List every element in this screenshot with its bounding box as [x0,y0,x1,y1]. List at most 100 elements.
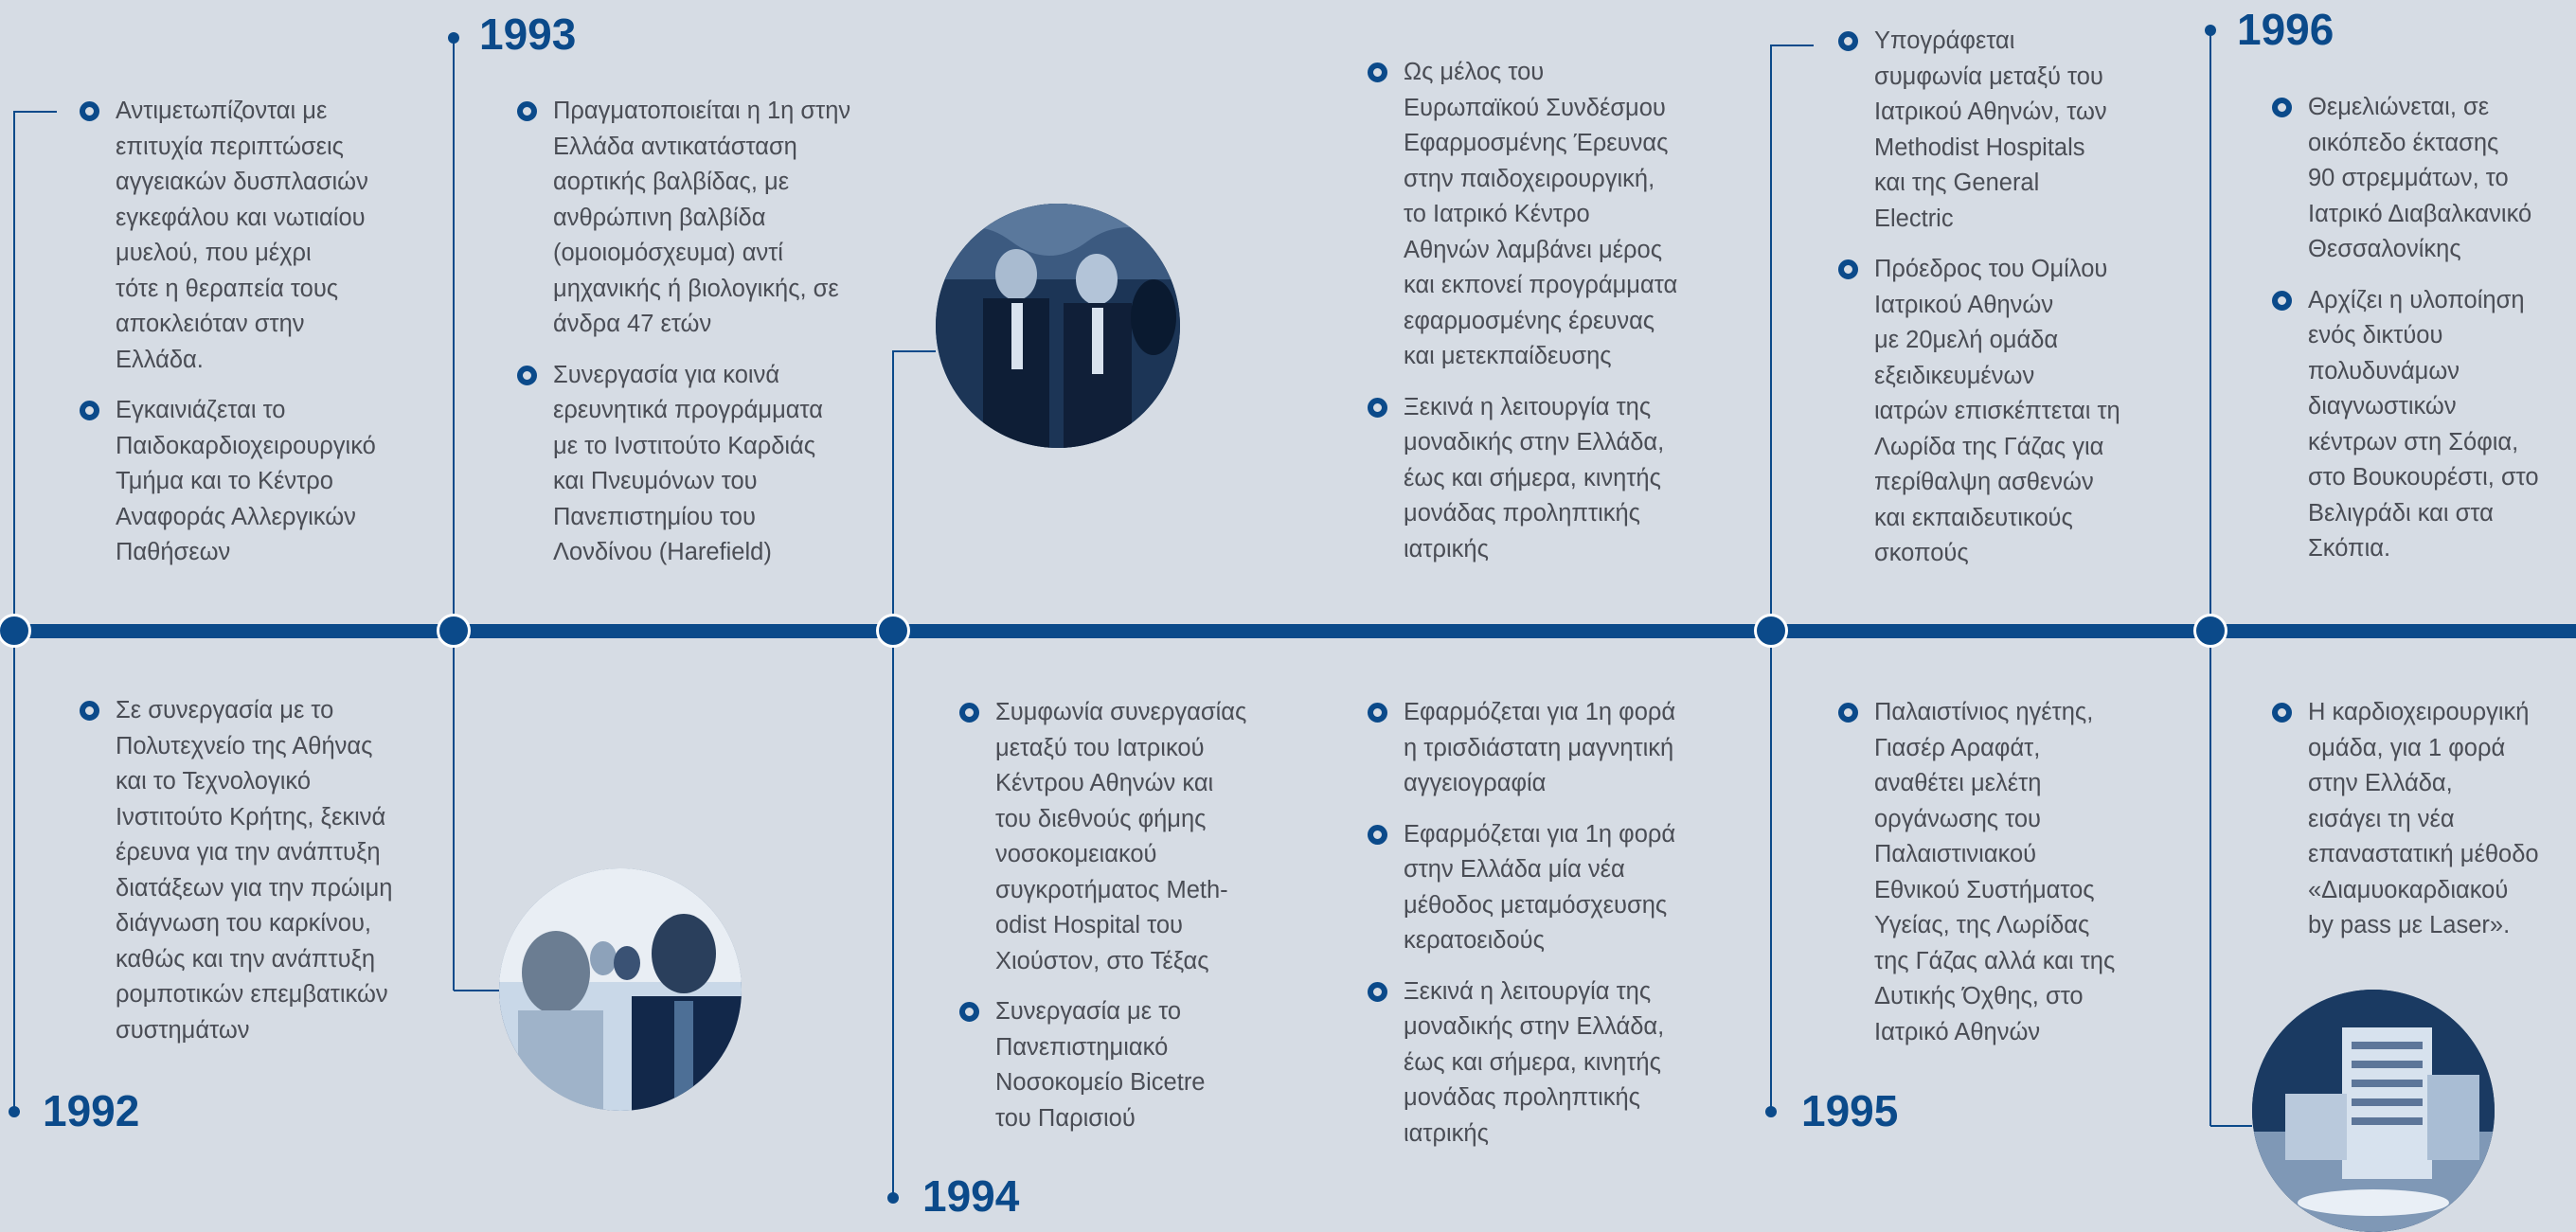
entry-text-line: Δυτικής Όχθης, στο [1874,983,2084,1009]
timeline-node-1996 [2193,614,2227,648]
bullet-ring-icon [517,365,537,385]
entry-text-line: Εφαρμόζεται για 1η φορά [1404,699,1676,725]
connector-1995-top-arm [1771,45,1814,46]
entry-text-line: Ξεκινά η λειτουργία της [1404,393,1652,420]
entry-text-line: εγκεφάλου και νωτιαίου [116,204,366,231]
entry-text-line: εισάγει τη νέα [2308,805,2455,832]
timeline-node-1994 [876,614,910,648]
entry-text-line: και το Τεχνολογικό [116,768,312,795]
year-dot-1993 [448,32,459,44]
connector-1993 [453,38,455,991]
bullet-ring-icon [2272,98,2292,117]
entry-text-line: Αρχίζει η υλοποίηση [2308,286,2525,313]
year-label-1995: 1995 [1801,1086,1899,1135]
entry-text-line: συμφωνία μεταξύ του [1874,62,2103,90]
bullet-ring-icon [80,701,99,721]
entry-text-line: συστημάτων [116,1016,250,1044]
entry-text-line: Παιδοκαρδιοχειρουργικό [116,432,376,459]
entry-text-line: «Διαμυοκαρδιακού [2308,876,2509,903]
entry-text-line: μηχανικής ή βιολογικής, σε [553,275,839,302]
entry-text-line: αποκλειόταν στην [116,311,305,337]
entry-text-line: μονάδας προληπτικής [1404,1084,1640,1111]
entry-text-line: η τρισδιάστατη μαγνητική [1404,734,1674,761]
entry-text-line: odist Hospital του [995,912,1183,938]
entry-text-line: Ιατρικό Διαβαλκανικό [2308,200,2532,227]
entry-text-line: Ιατρικού Αθηνών [1874,291,2054,318]
timeline-node-1993 [437,614,471,648]
bullet-ring-icon [959,703,979,723]
entry-text-line: και Πνευμόνων του [553,468,758,494]
entry-text-line: Συμφωνία συνεργασίας [995,699,1247,725]
bullet-ring-icon [959,1002,979,1022]
entry-text-line: με 20μελή ομάδα [1874,327,2059,353]
entry-text-line: Πολυτεχνείο της Αθήνας [116,732,373,759]
bullet-ring-icon [1368,62,1387,82]
bullet-ring-icon [1368,981,1387,1002]
photo-handshake-visit [499,868,742,1111]
connector-1992 [13,111,15,1113]
entry-text-line: Χιούστον, στο Τέξας [995,947,1209,974]
entry-text-line: της Γάζας αλλά και της [1874,947,2116,974]
timeline-node-1992 [0,614,31,648]
entry-text-line: μέθοδος μεταμόσχευσης [1404,891,1668,919]
entry-list-1995-bottom: Παλαιστίνιος ηγέτης,Γιασέρ Αραφάτ,αναθέτ… [1838,695,2115,1065]
connector-1993-photo-arm [454,990,499,991]
year-dot-1996 [2205,25,2216,36]
entry-text-line: Κέντρου Αθηνών και [995,770,1214,796]
year-label-1993: 1993 [479,9,577,59]
entry-text-line: Λωρίδα της Γάζας για [1874,433,2104,460]
bullet-ring-icon [2272,290,2292,311]
connector-1994 [892,350,894,1199]
bullet-ring-icon [80,101,99,121]
entry-text-line: ρομποτικών επεμβατικών [116,981,388,1008]
entry-text-line: Electric [1874,205,1954,232]
entry-text-line: μονάδας προληπτικής [1404,500,1640,527]
entry-text-line: και εκπονεί προγράμματα [1404,272,1678,298]
year-dot-1995 [1765,1106,1777,1117]
entry-text-line: έως και σήμερα, κινητής [1404,1048,1661,1076]
entry-text-line: διάγνωση του καρκίνου, [116,910,372,937]
timeline-node-1995 [1754,614,1788,648]
timeline-axis [0,624,2576,638]
entry-text-line: κέντρων στη Σόφια, [2308,428,2519,455]
entry-text-line: το Ιατρικό Κέντρο [1404,201,1590,227]
bullet-ring-icon [1838,703,1858,723]
entry-text-line: με το Ινστιτούτο Καρδιάς [553,432,816,459]
entry-text-line: Ιατρικού Αθηνών, των [1874,98,2107,125]
bullet-ring-icon [517,101,537,121]
entry-text-line: Εθνικού Συστήματος [1874,876,2095,903]
entry-text-line: ενός δικτύου [2308,322,2443,348]
entry-text-line: αγγειακών δυσπλασιών [116,169,368,195]
entry-text-line: αγγειογραφία [1404,770,1547,796]
photo-dignitaries [936,204,1180,448]
entry-text-line: συγκροτήματος Meth- [995,876,1228,903]
entry-text-line: Ιατρικό Αθηνών [1874,1018,2041,1045]
entry-text-line: στην Ελλάδα, [2308,770,2453,796]
entry-text-line: Εφαρμοσμένης Έρευνας [1404,130,1669,156]
entry-text-line: στην παιδοχειρουργική, [1404,165,1655,192]
entry-text-line: Παλαιστινιακού [1874,841,2037,867]
bullet-ring-icon [1368,703,1387,723]
entry-text-line: έως και σήμερα, κινητής [1404,464,1661,491]
entry-text-line: (ομοιομόσχευμα) αντί [553,240,783,266]
entry-text-line: πολυδυνάμων [2308,357,2460,384]
entry-text-line: Ινστιτούτο Κρήτης, ξεκινά [116,803,386,830]
entry-text-line: και μετεκπαίδευσης [1404,343,1612,369]
entry-text-line: καθώς και την ανάπτυξη [116,945,376,973]
bullet-ring-icon [1838,31,1858,51]
entry-text-line: και εκπαιδευτικούς [1874,504,2073,531]
entry-text-line: Συνεργασία για κοινά [553,361,780,388]
entry-text-line: μυελού, που μέχρι [116,240,312,266]
entry-text-line: Πανεπιστημίου του [553,503,756,530]
entry-text-line: Λονδίνου (Harefield) [553,539,772,565]
